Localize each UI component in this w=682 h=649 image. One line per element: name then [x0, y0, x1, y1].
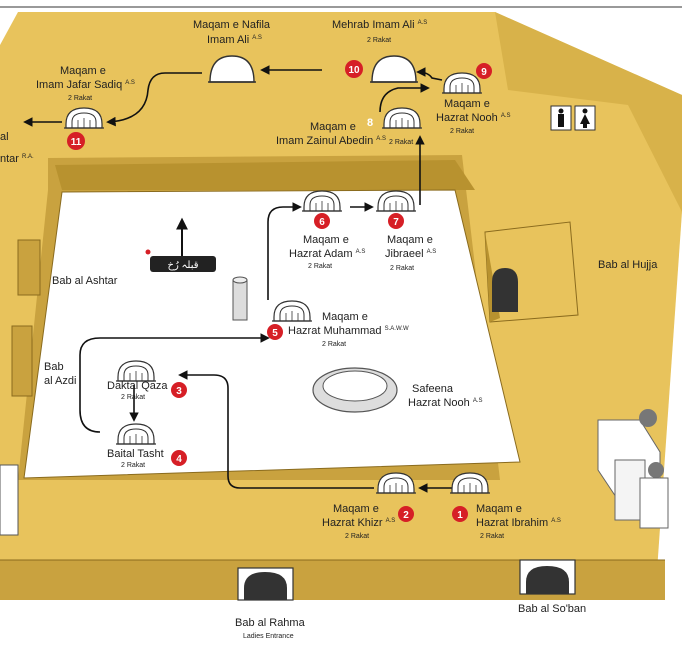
station-3-rakat: 2 Rakat — [121, 394, 145, 401]
qibla-label: قبلہ رُخ — [167, 260, 198, 271]
svg-text:3: 3 — [176, 386, 182, 397]
right-small-block — [639, 477, 669, 529]
station-6-rakat: 2 Rakat — [308, 263, 332, 270]
safeena-line2: Hazrat Nooh A.S — [408, 397, 483, 409]
station-labels: Maqam e Hazrat Ibrahim A.S 2 Rakat Maqam… — [36, 19, 561, 540]
marker-1: 1 — [452, 506, 468, 522]
marker-4: 4 — [171, 450, 187, 466]
svg-text:1: 1 — [457, 510, 463, 521]
wall-face-bottom — [0, 560, 665, 600]
marker-5: 5 — [267, 324, 283, 340]
route-arrows — [23, 65, 452, 493]
svg-text:10: 10 — [348, 65, 360, 76]
marker-7: 7 — [388, 213, 404, 229]
place-labels: Bab al Ashtar Bab al Azdi Bab al Hujja B… — [0, 131, 658, 640]
bab-al-azdi-gate — [11, 325, 33, 397]
partial-left-line1: al — [0, 131, 9, 143]
bab-al-rahma-label: Bab al Rahma — [235, 617, 306, 629]
marker-11: 11 — [67, 132, 85, 150]
station-markers: 1 2 3 4 5 6 7 8 9 10 11 — [67, 60, 492, 522]
station-2-rakat: 2 Rakat — [345, 533, 369, 540]
bab-al-rahma-door — [237, 567, 294, 601]
marker-2: 2 — [398, 506, 414, 522]
right-dome-1 — [639, 409, 657, 427]
station-5-line2: Hazrat Muhammad S.A.W.W — [288, 325, 409, 337]
station-2-line1: Maqam e — [333, 503, 379, 515]
svg-text:11: 11 — [71, 137, 82, 148]
station-8-line2: Imam Zainul Abedin A.S 2 Rakat — [276, 131, 413, 147]
marker-9: 9 — [476, 63, 492, 79]
qibla-direction: قبلہ رُخ — [145, 217, 216, 272]
partial-left-line2: ntar R.A. — [0, 153, 34, 165]
station-11-line2: Imam Jafar Sadiq A.S — [36, 79, 135, 91]
station-10-line1: Mehrab Imam Ali A.S — [332, 19, 427, 31]
station-1-line2: Hazrat Ibrahim A.S — [476, 517, 561, 529]
station-3-line1: Daktal Qaza — [107, 380, 168, 392]
bab-al-ashtar-label: Bab al Ashtar — [52, 275, 118, 287]
station-7-line2: Jibraeel A.S — [385, 248, 436, 260]
courtyard-pillar — [232, 276, 248, 321]
courtyard-wall-top-face — [55, 160, 475, 190]
svg-text:8: 8 — [367, 117, 373, 129]
nafila-line2: Imam Ali A.S — [207, 34, 262, 46]
bab-al-azdi-label-1: Bab — [44, 361, 64, 373]
station-11-rakat: 2 Rakat — [68, 95, 92, 102]
marker-3: 3 — [171, 382, 187, 398]
station-4-line1: Baital Tasht — [107, 448, 164, 460]
svg-text:5: 5 — [272, 328, 278, 339]
station-9-line2: Hazrat Nooh A.S — [436, 112, 511, 124]
station-7-rakat: 2 Rakat — [390, 265, 414, 272]
nafila-line1: Maqam e Nafila — [193, 19, 271, 31]
left-gate-block — [0, 464, 19, 536]
station-5-rakat: 2 Rakat — [322, 341, 346, 348]
station-4-rakat: 2 Rakat — [121, 462, 145, 469]
station-1-rakat: 2 Rakat — [480, 533, 504, 540]
station-9-line1: Maqam e — [444, 98, 490, 110]
station-11-line1: Maqam e — [60, 65, 106, 77]
bab-al-soban-label: Bab al So'ban — [518, 603, 586, 615]
svg-text:4: 4 — [176, 454, 182, 465]
ground — [0, 600, 665, 645]
bab-al-rahma-sub: Ladies Entrance — [243, 633, 294, 640]
station-7-line1: Maqam e — [387, 234, 433, 246]
svg-text:2: 2 — [403, 510, 409, 521]
bab-al-soban-door — [519, 559, 576, 595]
marker-8: 8 — [367, 117, 373, 129]
marker-10: 10 — [345, 60, 363, 78]
svg-text:7: 7 — [393, 217, 399, 228]
safeena-line1: Safeena — [412, 383, 454, 395]
right-dome-2 — [648, 462, 664, 478]
station-5-line1: Maqam e — [322, 311, 368, 323]
svg-text:9: 9 — [481, 67, 487, 78]
station-2-line2: Hazrat Khizr A.S — [322, 517, 395, 529]
restroom-icon — [550, 105, 596, 131]
station-8-line1: Maqam e — [310, 121, 356, 133]
bab-al-hujja-arch — [492, 268, 518, 312]
wall-face-right — [495, 12, 682, 212]
safeena-well — [312, 367, 398, 413]
marker-6: 6 — [314, 213, 330, 229]
station-6-line2: Hazrat Adam A.S — [289, 248, 365, 260]
bab-al-ashtar-gate — [17, 239, 41, 296]
bab-al-azdi-label-2: al Azdi — [44, 375, 76, 387]
svg-text:6: 6 — [319, 217, 325, 228]
station-6-line1: Maqam e — [303, 234, 349, 246]
station-10-rakat: 2 Rakat — [367, 37, 391, 44]
station-9-rakat: 2 Rakat — [450, 128, 474, 135]
station-1-line1: Maqam e — [476, 503, 522, 515]
bab-al-hujja-label: Bab al Hujja — [598, 259, 658, 271]
